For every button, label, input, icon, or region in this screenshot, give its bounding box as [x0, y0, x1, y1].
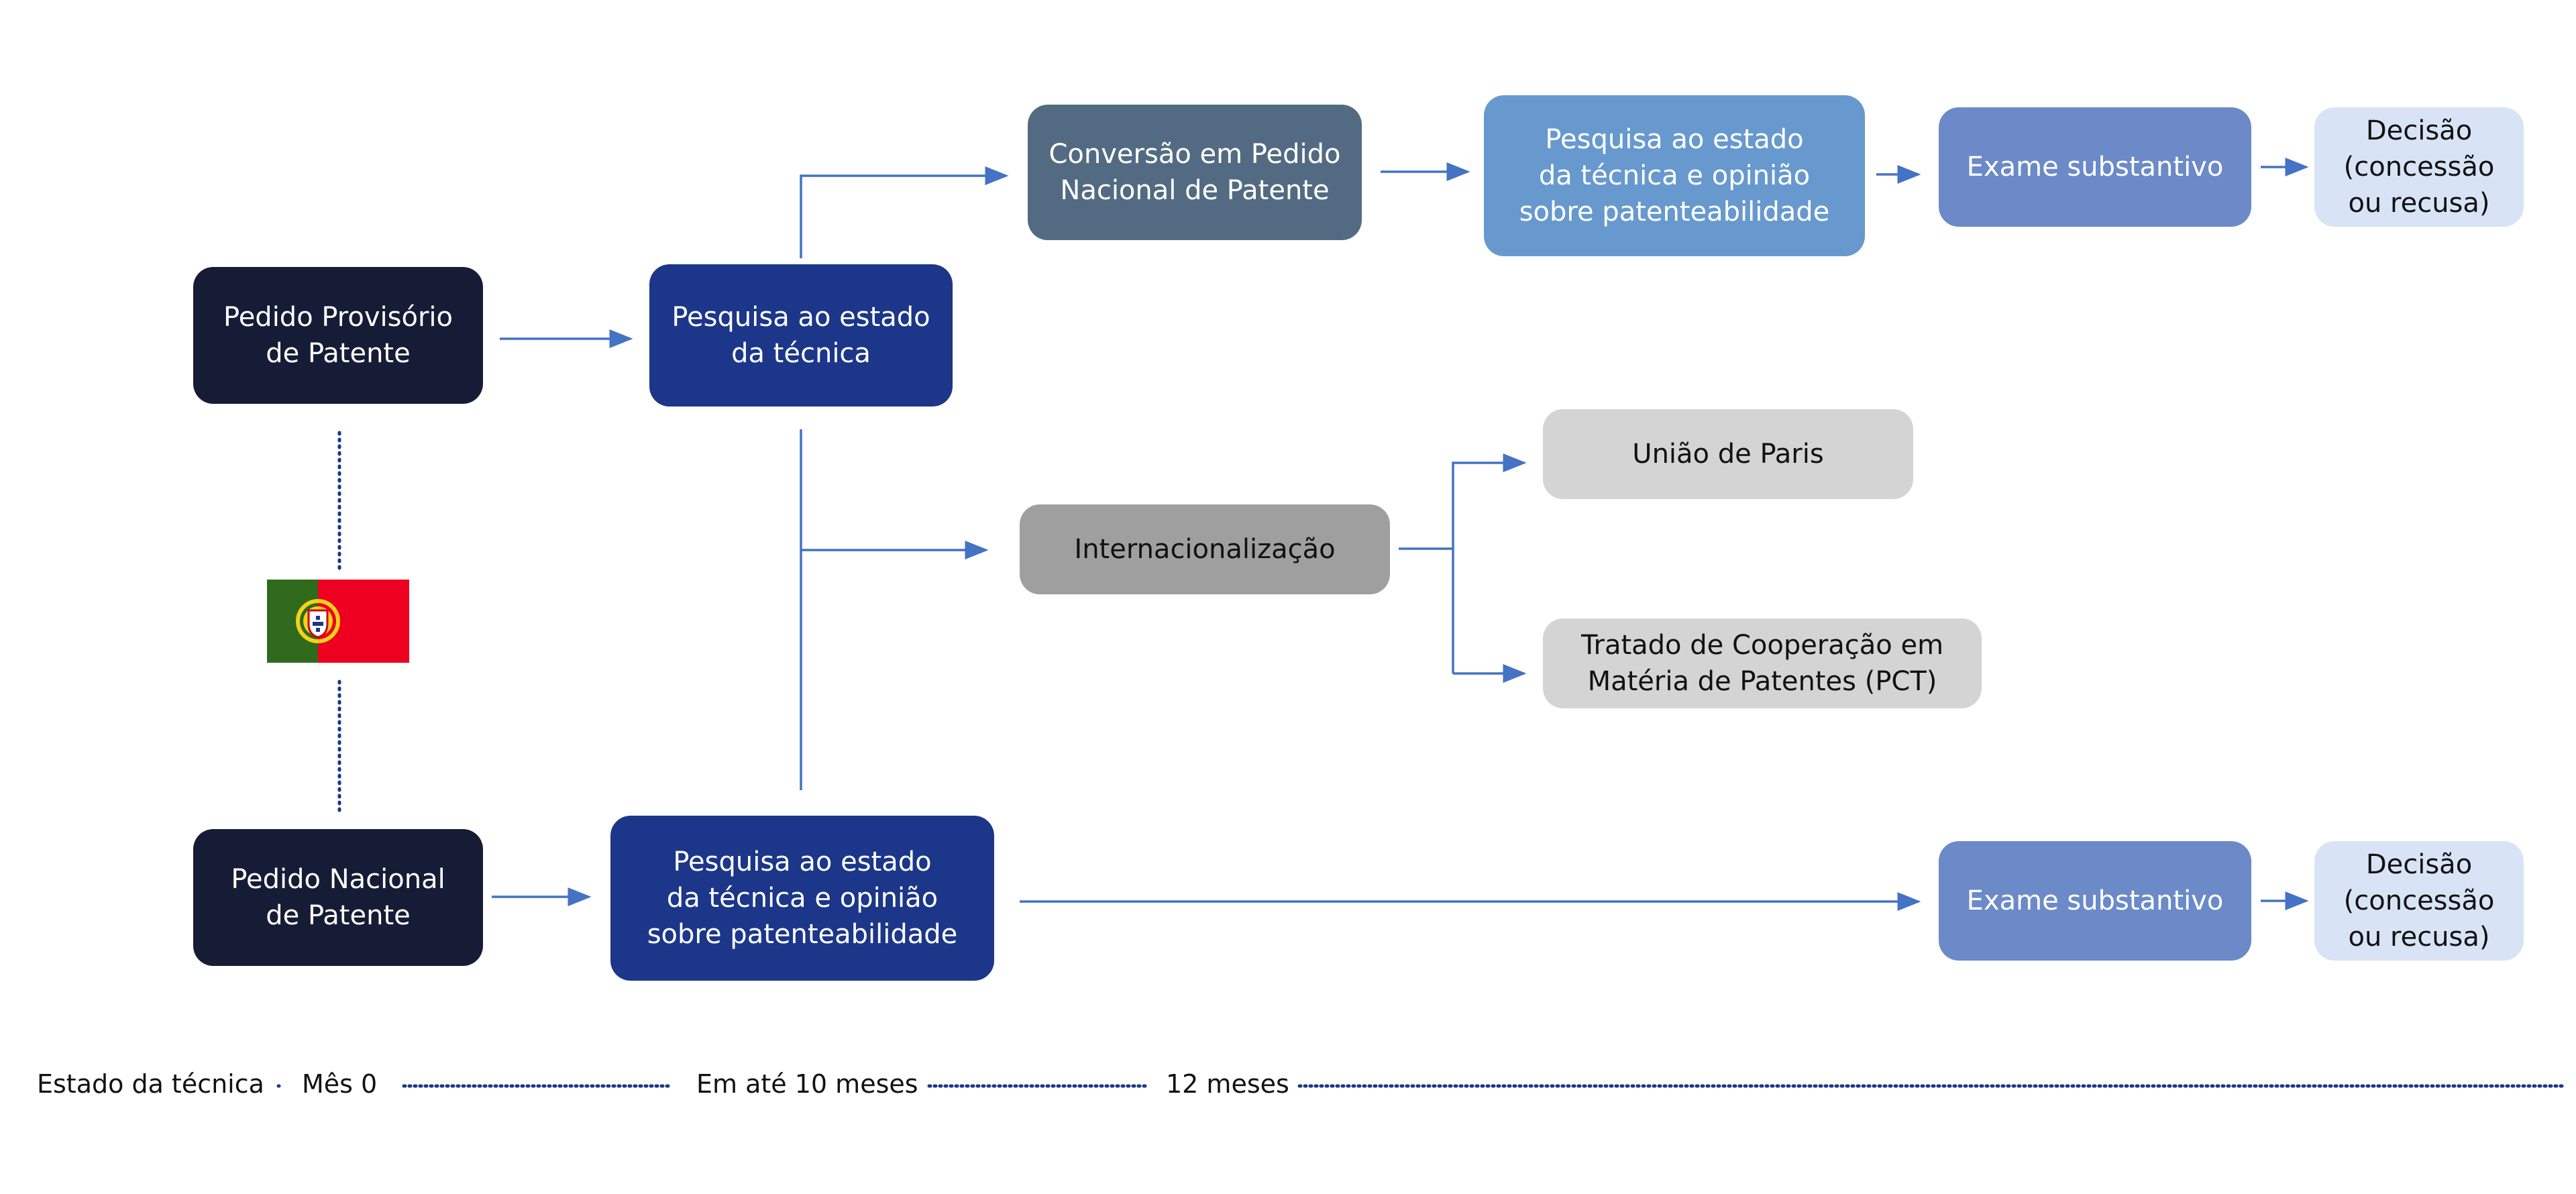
timeline-label-state: Estado da técnica	[37, 1068, 264, 1100]
timeline-label-12months: 12 meses	[1166, 1068, 1289, 1100]
decision-top-box: Decisão (concessão ou recusa)	[2314, 107, 2524, 227]
arrow-to-paris-union	[1453, 463, 1524, 673]
search-opinion-top-box: Pesquisa ao estado da técnica e opinião …	[1484, 95, 1865, 256]
internationalization-box: Internacionalização	[1020, 504, 1390, 594]
decision-bottom-box: Decisão (concessão ou recusa)	[2314, 841, 2524, 961]
exam-bottom-box: Exame substantivo	[1939, 841, 2251, 961]
exam-top-box: Exame substantivo	[1939, 107, 2251, 227]
conversion-national-box: Conversão em Pedido Nacional de Patente	[1028, 105, 1362, 240]
national-application-box: Pedido Nacional de Patente	[193, 829, 483, 966]
arrow-search-to-conversion	[801, 176, 1006, 258]
timeline-label-10months: Em até 10 meses	[696, 1068, 918, 1100]
prior-art-search-box: Pesquisa ao estado da técnica	[649, 264, 953, 406]
pct-box: Tratado de Cooperação em Matéria de Pate…	[1543, 618, 1982, 708]
provisional-application-box: Pedido Provisório de Patente	[193, 267, 483, 404]
paris-union-box: União de Paris	[1543, 409, 1913, 499]
search-opinion-bottom-box: Pesquisa ao estado da técnica e opinião …	[610, 816, 994, 981]
portugal-flag-icon	[267, 580, 409, 663]
timeline-label-month0: Mês 0	[302, 1068, 377, 1100]
